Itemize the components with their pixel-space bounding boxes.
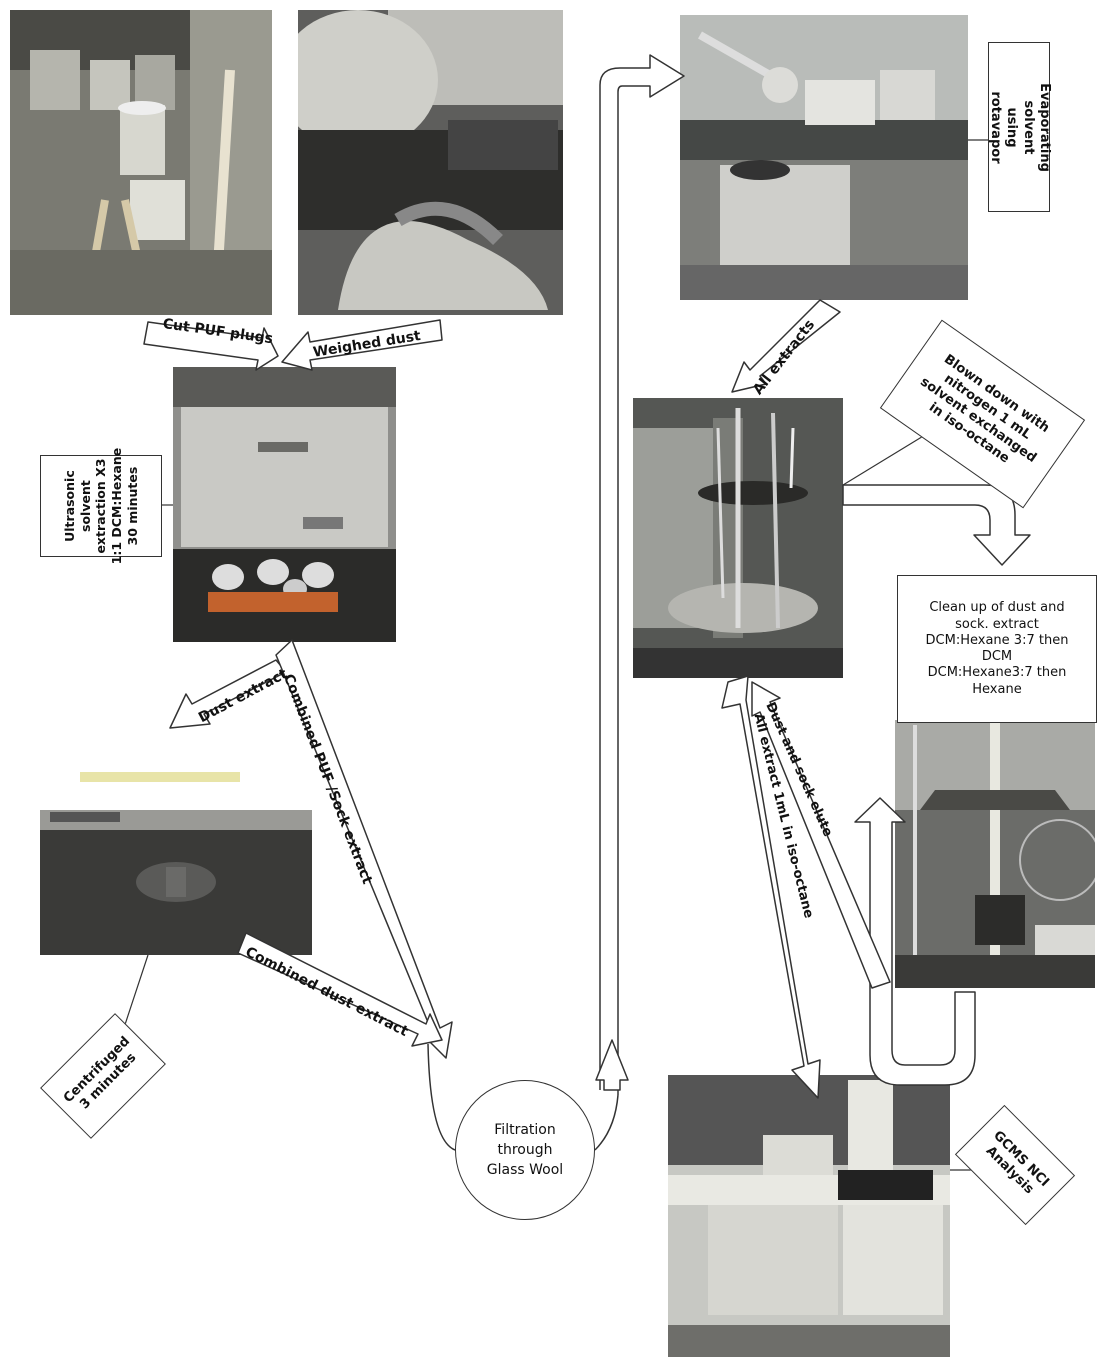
dust-extract-label: Dust extract [196, 666, 290, 726]
cleanup-step-text: Clean up of dust and sock. extract DCM:H… [926, 600, 1069, 698]
ultrasonic-step-box: Ultrasonic solvent extraction X3 1:1 DCM… [40, 455, 162, 557]
ultrasonic-bath-photo [173, 367, 396, 642]
gcms-step-text: GCMS NCI Analysis [978, 1128, 1052, 1202]
blowdown-to-cleanup-arrow [843, 485, 1030, 565]
evaporating-step-box: Evaporating solvent using rotavapor [988, 42, 1050, 212]
blowdown-step-text: Blown down with nitrogen 1 mL solvent ex… [907, 348, 1057, 480]
cut-puf-label: Cut PUF plugs [162, 316, 274, 347]
rotavapor-photo [680, 15, 968, 300]
evaporating-step-text: Evaporating solvent using rotavapor [987, 83, 1052, 172]
centrifuge-photo [40, 772, 312, 955]
gcms-step-box: GCMS NCI Analysis [955, 1105, 1075, 1225]
vacuum-photo [298, 10, 563, 315]
centrifuge-step-box: Centrifuged 3 minutes [40, 1013, 166, 1139]
all-extracts-label: All extracts [750, 317, 818, 398]
cleanup-column-photo [895, 720, 1095, 988]
filtration-inflow [428, 1044, 455, 1150]
centrifuge-step-text: Centrifuged 3 minutes [61, 1034, 146, 1119]
combined-dust-label: Combined dust extract [243, 944, 411, 1040]
weighed-dust-label: Weighed dust [312, 328, 422, 361]
filtration-text: Filtration through Glass Wool [487, 1120, 563, 1181]
blowdown-step-box: Blown down with nitrogen 1 mL solvent ex… [880, 320, 1085, 509]
blowdown-callout-line [843, 435, 925, 485]
puf-sampler-photo [10, 10, 272, 315]
ultrasonic-step-text: Ultrasonic solvent extraction X3 1:1 DCM… [62, 446, 140, 566]
filtration-outflow [595, 1095, 618, 1150]
cleanup-step-box: Clean up of dust and sock. extract DCM:H… [897, 575, 1097, 723]
filtration-circle: Filtration through Glass Wool [455, 1080, 595, 1220]
filtration-up-arrow [596, 1040, 628, 1090]
nitrogen-blowdown-photo [633, 398, 843, 678]
gcms-photo [668, 1075, 950, 1357]
